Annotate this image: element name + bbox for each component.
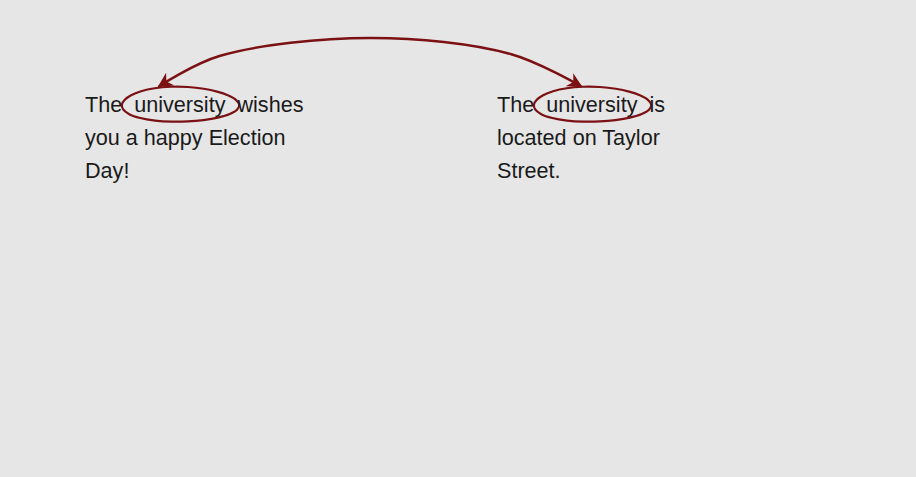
bubble-outline-stroke <box>19 15 435 471</box>
bubble-outline-stroke <box>21 12 437 468</box>
circled-word: university <box>535 88 648 121</box>
speech-bubble: Theuniversityis located on Taylor Street… <box>385 25 910 465</box>
circled-word-text: university <box>546 92 637 117</box>
bubble-shape <box>20 0 460 477</box>
speech-bubble: Theuniversitywishes you a happy Election… <box>20 0 460 477</box>
bubble-outline <box>389 35 891 437</box>
bubble-text-block: Theuniversityis located on Taylor Street… <box>497 88 729 187</box>
bubble-outline-stroke <box>17 13 433 469</box>
bubble-text: The <box>85 92 122 117</box>
bubble-shape <box>385 25 910 465</box>
bubble-text: The <box>497 92 534 117</box>
circle-stroke <box>122 87 239 122</box>
bubble-shadow <box>398 46 900 448</box>
circled-word-text: university <box>134 92 225 117</box>
circled-word: university <box>123 88 236 121</box>
circle-stroke <box>534 87 651 122</box>
double-arrow <box>159 38 580 86</box>
bubble-text-block: Theuniversitywishes you a happy Election… <box>85 88 325 187</box>
bubble-outline-stroke <box>22 17 438 473</box>
